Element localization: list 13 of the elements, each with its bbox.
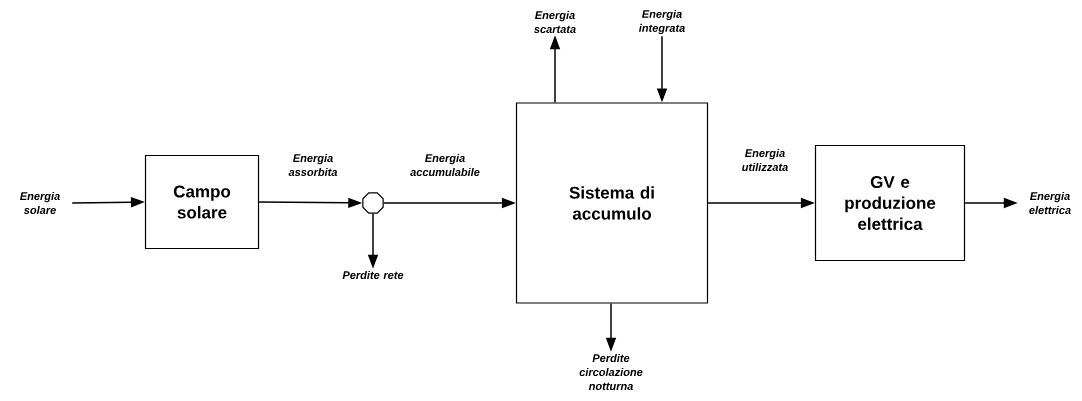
edge-label: Energia utilizzata (742, 148, 788, 172)
flow-label: Perdite rete (342, 270, 404, 280)
flow-label: Energia scartata (534, 10, 576, 34)
process-box: Campo solare (144, 154, 260, 250)
flow-label: Energia integrata (638, 9, 685, 35)
process-box: Sistema di accumulo (515, 102, 709, 304)
flow-label: Energia solare (20, 191, 60, 215)
edge-label: Energia accumulabile (410, 153, 480, 177)
edge-label: Energia assorbita (288, 153, 338, 177)
process-box: GV e produzione elettrica (814, 144, 966, 262)
flow-label: Perdite circolazione notturna (579, 353, 643, 391)
flow-label: Energia elettrica (1029, 191, 1071, 215)
octagon-junction (362, 192, 384, 214)
